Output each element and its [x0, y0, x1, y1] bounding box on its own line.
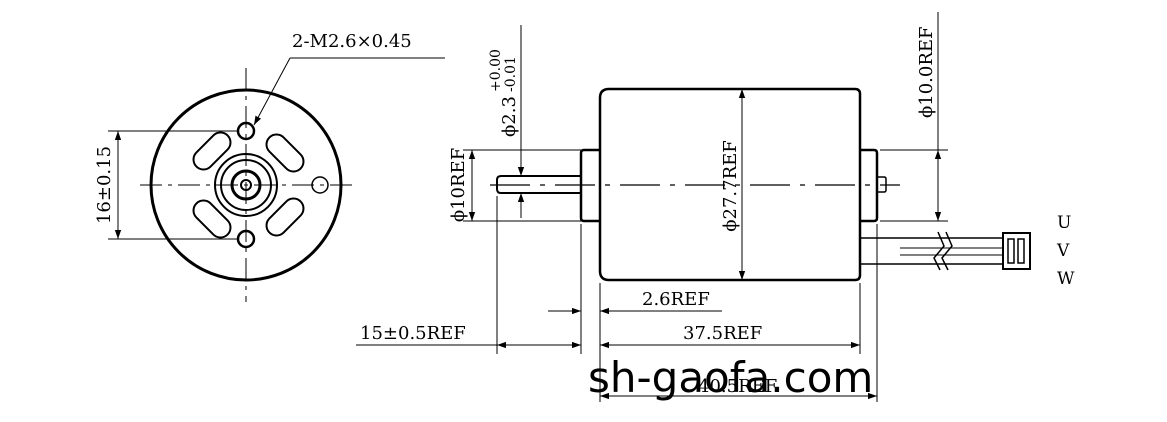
shaft-tolerance-lower: -0.01	[503, 56, 519, 92]
front-boss-inner	[230, 169, 262, 201]
hole-spacing-label: 16±0.15	[94, 146, 115, 224]
shaft-tolerance-upper: +0.00	[488, 49, 504, 92]
boss-length-label: 2.6REF	[642, 289, 710, 310]
leader-line	[253, 57, 291, 126]
side-hole	[311, 176, 329, 194]
overall-length-label: 40.5REF	[698, 376, 777, 397]
wire-break	[941, 231, 953, 271]
vent-slot	[192, 199, 232, 239]
watermark: sh-gaofa.com	[588, 353, 873, 402]
wire-break	[933, 231, 945, 271]
wire-label-w: W	[1057, 269, 1075, 289]
body-length-label: 37.5REF	[683, 323, 762, 344]
side-view	[356, 12, 1031, 402]
vent-slot	[192, 131, 232, 171]
boss-diameter-label: ϕ10REF	[448, 148, 469, 222]
front-body-outline	[149, 88, 343, 282]
thread-spec-label: 2-M2.6×0.45	[292, 31, 412, 52]
connector	[1002, 232, 1031, 270]
vent-slot	[265, 197, 305, 237]
motor-body-outline	[598, 87, 862, 282]
shaft-length-label: 15±0.5REF	[360, 323, 466, 344]
rear-boss-diameter-label: ϕ10.0REF	[916, 26, 937, 118]
front-shaft	[240, 179, 252, 191]
front-boss-mid	[220, 159, 272, 211]
front-boss-outer	[214, 153, 278, 217]
rear-boss	[860, 148, 879, 223]
shaft-diameter-label: ϕ2.3	[499, 96, 520, 137]
front-view	[108, 57, 445, 302]
connector-pin	[1007, 238, 1015, 264]
connector-pin	[1017, 238, 1025, 264]
body-diameter-label: ϕ27.7REF	[720, 140, 741, 232]
wire-label-v: V	[1056, 241, 1070, 261]
wire-label-u: U	[1057, 213, 1071, 233]
vent-slot	[265, 133, 305, 173]
